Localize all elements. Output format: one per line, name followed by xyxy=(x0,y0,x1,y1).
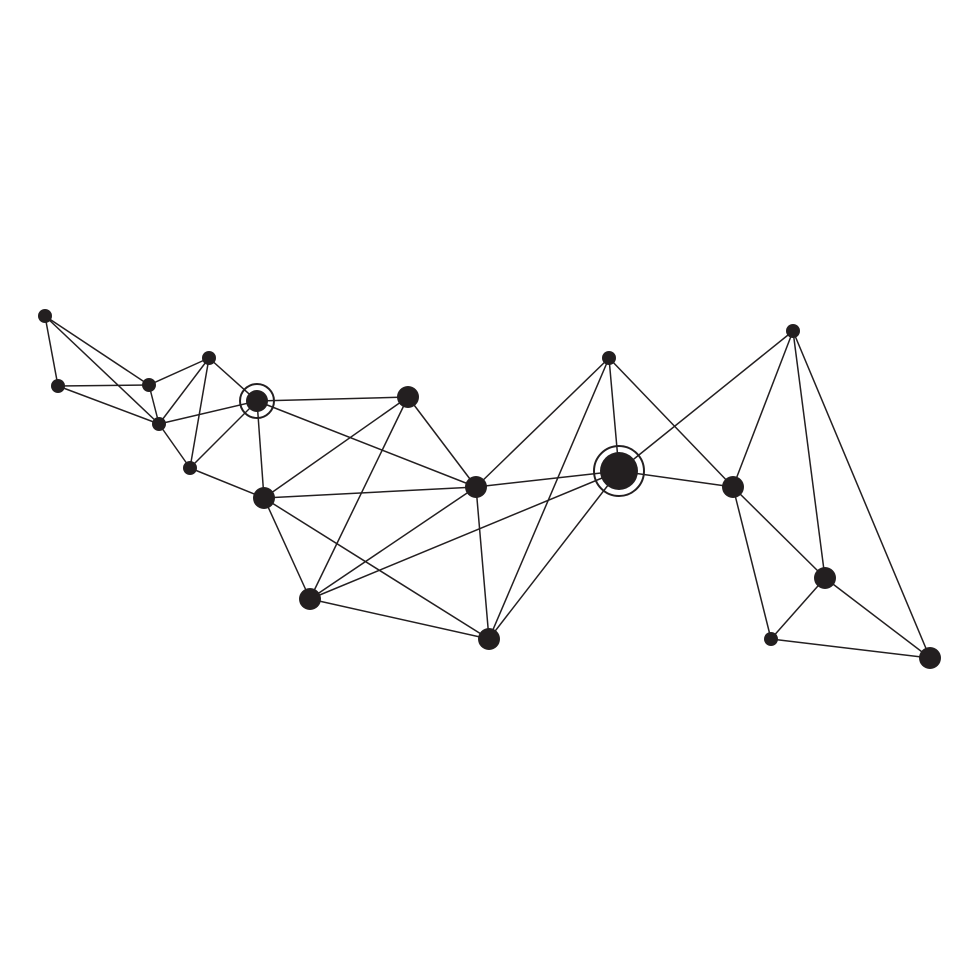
node-dot-n18 xyxy=(764,632,778,646)
edge-n7-n9 xyxy=(256,400,265,499)
edge-n15-n16 xyxy=(732,330,794,488)
edge-n15-n17 xyxy=(792,330,826,579)
node-n17 xyxy=(814,567,836,589)
node-ring-n7 xyxy=(239,383,275,419)
edge-layer xyxy=(44,315,931,659)
edge-n15-n19 xyxy=(792,330,931,659)
node-n6 xyxy=(183,461,197,475)
edge-n11-n14 xyxy=(475,470,620,488)
node-dot-n16 xyxy=(722,476,744,498)
edge-n4-n6 xyxy=(158,423,191,469)
node-dot-n5 xyxy=(202,351,216,365)
node-dot-n2 xyxy=(51,379,65,393)
edge-n11-n13 xyxy=(475,357,610,488)
node-dot-n3 xyxy=(142,378,156,392)
node-dot-n9 xyxy=(253,487,275,509)
node-n11 xyxy=(465,476,487,498)
edge-n8-n10 xyxy=(309,396,409,600)
edge-n10-n12 xyxy=(309,598,490,640)
node-dot-n6 xyxy=(183,461,197,475)
edge-n14-n16 xyxy=(618,470,734,488)
node-dot-n4 xyxy=(152,417,166,431)
node-n3 xyxy=(142,378,156,392)
node-ring-n14 xyxy=(593,445,645,497)
node-n13 xyxy=(602,351,616,365)
node-dot-n12 xyxy=(478,628,500,650)
node-n18 xyxy=(764,632,778,646)
edge-n14-n15 xyxy=(618,330,794,472)
edge-n8-n11 xyxy=(407,396,477,488)
node-n4 xyxy=(152,417,166,431)
edge-n16-n18 xyxy=(732,486,772,640)
node-dot-n7 xyxy=(246,390,268,412)
node-n1 xyxy=(38,309,52,323)
edge-n6-n9 xyxy=(189,467,265,499)
edge-n12-n14 xyxy=(488,470,620,640)
node-n9 xyxy=(253,487,275,509)
edge-n9-n11 xyxy=(263,486,477,499)
edge-n5-n6 xyxy=(189,357,210,469)
node-n16 xyxy=(722,476,744,498)
edge-n6-n7 xyxy=(189,400,258,469)
edge-n9-n12 xyxy=(263,497,490,640)
edge-n10-n11 xyxy=(309,486,477,600)
edge-n17-n18 xyxy=(770,577,826,640)
node-n2 xyxy=(51,379,65,393)
node-n5 xyxy=(202,351,216,365)
edge-n7-n8 xyxy=(256,396,409,402)
edge-n4-n5 xyxy=(158,357,210,425)
edge-n1-n4 xyxy=(44,315,160,425)
edge-n16-n17 xyxy=(732,486,826,579)
edge-n1-n2 xyxy=(44,315,59,387)
edge-n12-n13 xyxy=(488,357,610,640)
node-dot-n13 xyxy=(602,351,616,365)
node-n15 xyxy=(786,324,800,338)
edge-n17-n19 xyxy=(824,577,931,659)
node-dot-n19 xyxy=(919,647,941,669)
edge-n1-n3 xyxy=(44,315,150,386)
edge-n3-n5 xyxy=(148,357,210,386)
node-dot-n17 xyxy=(814,567,836,589)
edge-n10-n14 xyxy=(309,470,620,600)
node-dot-n11 xyxy=(465,476,487,498)
node-n8 xyxy=(397,386,419,408)
edge-n9-n10 xyxy=(263,497,311,600)
node-dot-n10 xyxy=(299,588,321,610)
edge-n2-n3 xyxy=(57,384,150,387)
node-layer xyxy=(38,309,941,669)
edge-n18-n19 xyxy=(770,638,931,659)
node-dot-n14 xyxy=(600,452,638,490)
node-n10 xyxy=(299,588,321,610)
node-dot-n15 xyxy=(786,324,800,338)
edge-n8-n9 xyxy=(263,396,409,499)
node-n19 xyxy=(919,647,941,669)
node-n12 xyxy=(478,628,500,650)
edge-n7-n11 xyxy=(256,400,477,488)
node-n14 xyxy=(593,445,645,497)
edge-n11-n12 xyxy=(475,486,490,640)
edge-n2-n4 xyxy=(57,385,160,425)
node-dot-n1 xyxy=(38,309,52,323)
edge-n13-n16 xyxy=(608,357,734,488)
node-n7 xyxy=(239,383,275,419)
node-dot-n8 xyxy=(397,386,419,408)
